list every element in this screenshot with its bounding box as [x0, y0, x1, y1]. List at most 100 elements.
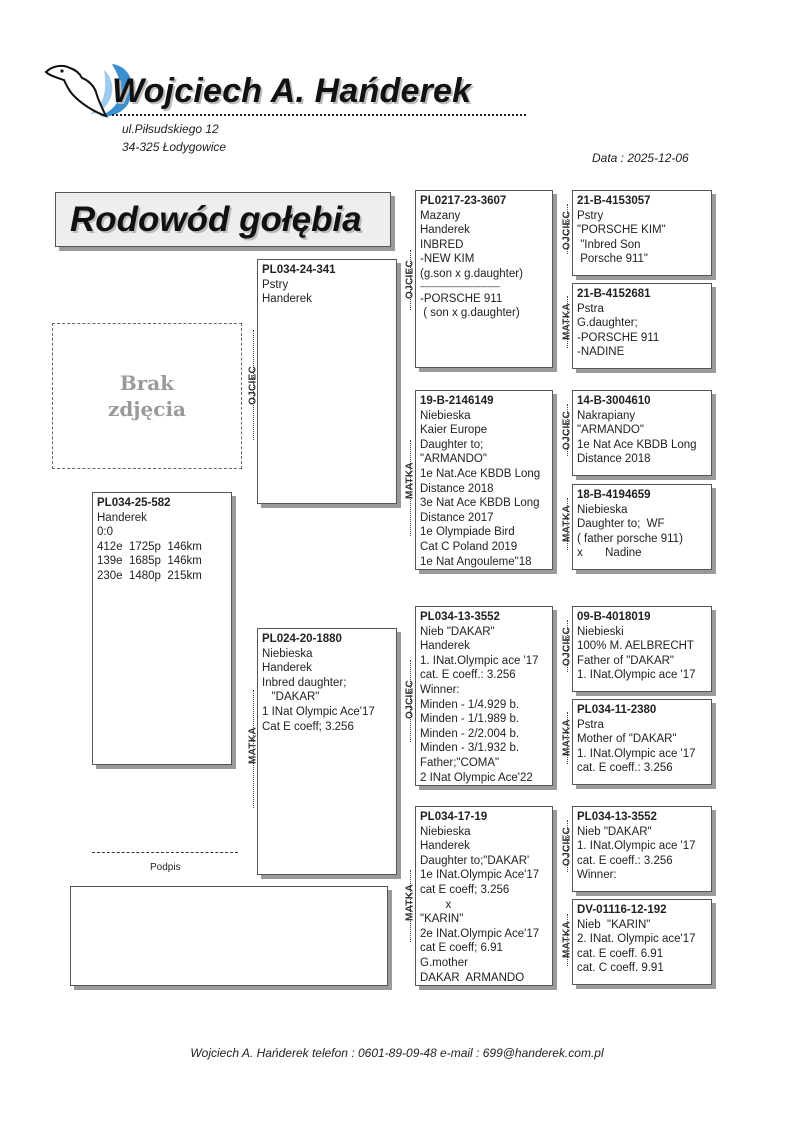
card-line: Mother of "DAKAR": [577, 733, 677, 746]
card-line: 1e Nat Angouleme"18: [420, 555, 532, 568]
card-line: -PORSCHE 911: [577, 331, 660, 344]
connector-line: [410, 870, 411, 942]
ggparent-card: 21-B-4152681 Pstra G.daughter; -PORSCHE …: [572, 283, 712, 369]
card-line: Mazany: [420, 209, 461, 222]
photo-text-1: Brak: [119, 371, 175, 395]
ring-id: DV-01116-12-192: [577, 904, 667, 916]
card-line: INBRED: [420, 238, 464, 251]
granddam-paternal-card: 19-B-2146149 Niebieska Kaier Europe Daug…: [415, 390, 553, 570]
card-line: Nieb "KARIN": [577, 918, 651, 931]
card-line: 1. INat.Olympic ace '17: [420, 654, 539, 667]
card-line: "ARMANDO": [420, 453, 487, 466]
connector-line: [567, 914, 568, 966]
connector-line: [567, 820, 568, 872]
card-line: Pstra: [577, 302, 604, 315]
ggparent-card: PL034-13-3552 Nieb "DAKAR" 1. INat.Olymp…: [572, 806, 712, 892]
connector-line: [567, 498, 568, 550]
card-line: Winner:: [420, 683, 460, 696]
card-line: Minden - 1/4.929 b.: [420, 698, 520, 711]
card-line: Niebieski: [577, 625, 624, 638]
ring-id: 21-B-4152681: [577, 288, 651, 300]
card-line: 1e Nat.Ace KBDB Long: [420, 467, 541, 480]
card-line: Father of "DAKAR": [577, 654, 675, 667]
card-line: Handerek: [420, 640, 470, 653]
subject-ring-id: PL034-25-582: [97, 497, 171, 509]
card-line: 1e INat.Olympic Ace'17: [420, 869, 540, 882]
address-line-1: ul.Piłsudskiego 12: [122, 122, 219, 136]
card-line: Niebieska: [577, 503, 628, 516]
card-line: 100% M. AELBRECHT: [577, 640, 694, 653]
card-line: Porsche 911": [577, 253, 648, 266]
ggparent-card: 21-B-4153057 Pstry "PORSCHE KIM" "Inbred…: [572, 190, 712, 276]
photo-placeholder: Brak zdjęcia: [52, 323, 242, 469]
card-line: Cat C Poland 2019: [420, 540, 518, 553]
breeder-name: Wojciech A. Hańderek: [112, 72, 472, 110]
card-line: cat. C coeff. 9.91: [577, 962, 664, 975]
ggparent-card: 14-B-3004610 Nakrapiany "ARMANDO" 1e Nat…: [572, 390, 712, 476]
connector-line: [567, 296, 568, 348]
ggparent-card: 09-B-4018019 Niebieski 100% M. AELBRECHT…: [572, 606, 712, 692]
card-line: cat. E coeff. 6.91: [577, 947, 664, 960]
dam-card: PL024-20-1880 Niebieska Handerek Inbred …: [257, 628, 397, 875]
card-line: Handerek: [420, 224, 470, 237]
card-line: cat. E coeff.: 3.256: [577, 854, 673, 867]
card-line: -PORSCHE 911: [420, 292, 503, 305]
grandsire-paternal-card: PL0217-23-3607 Mazany Handerek INBRED -N…: [415, 190, 553, 368]
connector-line: [567, 712, 568, 764]
card-line: G.daughter;: [577, 317, 638, 330]
signature-label: Podpis: [150, 862, 181, 873]
card-line: ( father porsche 911): [577, 532, 683, 545]
card-line: Distance 2018: [420, 482, 494, 495]
ring-id: PL034-17-19: [420, 811, 488, 823]
card-line: -NEW KIM: [420, 253, 475, 266]
card-line: Nakrapiany: [577, 409, 636, 422]
card-line: 1. INat.Olympic ace '17: [577, 669, 696, 682]
connector-line: [410, 440, 411, 536]
ring-id: 14-B-3004610: [577, 395, 651, 407]
pedigree-title: Rodowód gołębia: [55, 192, 391, 247]
card-line: 1. INat.Olympic ace '17: [577, 747, 696, 760]
dam-line: Cat E coeff; 3.256: [262, 720, 354, 733]
card-line: cat E coeff; 6.91: [420, 942, 503, 955]
card-line: DAKAR ARMANDO: [420, 971, 525, 984]
connector-line: [567, 404, 568, 456]
card-line: x: [420, 898, 452, 911]
ring-id: PL034-13-3552: [577, 811, 657, 823]
dam-line: 1 INat Olympic Ace'17: [262, 705, 375, 718]
card-line: Pstry: [577, 209, 604, 222]
card-line: G.mother: [420, 956, 468, 969]
sire-line: Handerek: [262, 293, 312, 306]
card-line: Niebieska: [420, 825, 471, 838]
card-line: Distance 2018: [577, 453, 651, 466]
address-line-2: 34-325 Łodygowice: [122, 140, 227, 154]
photo-text-2: zdjęcia: [107, 397, 187, 421]
card-line: cat. E coeff.: 3.256: [577, 762, 673, 775]
connector-line: [253, 330, 254, 440]
ring-id: 18-B-4194659: [577, 489, 651, 501]
sire-line: Pstry: [262, 278, 289, 291]
card-line: -------------------------------------: [420, 281, 501, 291]
sire-card: PL034-24-341 Pstry Handerek: [257, 259, 397, 504]
document-date: Data : 2025-12-06: [592, 151, 689, 165]
dam-ring-id: PL024-20-1880: [262, 633, 342, 645]
card-line: Minden - 2/2.004 b.: [420, 727, 520, 740]
card-line: Father;"COMA": [420, 756, 500, 769]
ring-id: 19-B-2146149: [420, 395, 494, 407]
sire-ring-id: PL034-24-341: [262, 264, 336, 276]
connector-line: [567, 204, 568, 254]
ring-id: 21-B-4153057: [577, 195, 651, 207]
pedigree-title-text: Rodowód gołębia: [70, 199, 362, 239]
card-line: Kaier Europe: [420, 424, 488, 437]
card-line: 2e INat.Olympic Ace'17: [420, 927, 540, 940]
card-line: Minden - 1/1.989 b.: [420, 713, 520, 726]
subject-line: Handerek: [97, 511, 147, 524]
card-line: -NADINE: [577, 346, 625, 359]
card-line: "PORSCHE KIM": [577, 224, 666, 237]
card-line: Daughter to;: [420, 438, 484, 451]
card-line: "Inbred Son: [577, 238, 641, 251]
subject-line: 230e 1480p 215km: [97, 569, 202, 582]
subject-line: 139e 1685p 146km: [97, 555, 202, 568]
subject-card: PL034-25-582 Handerek 0:0 412e 1725p 146…: [92, 492, 232, 765]
connector-line: [410, 660, 411, 742]
dam-line: Inbred daughter;: [262, 676, 347, 689]
